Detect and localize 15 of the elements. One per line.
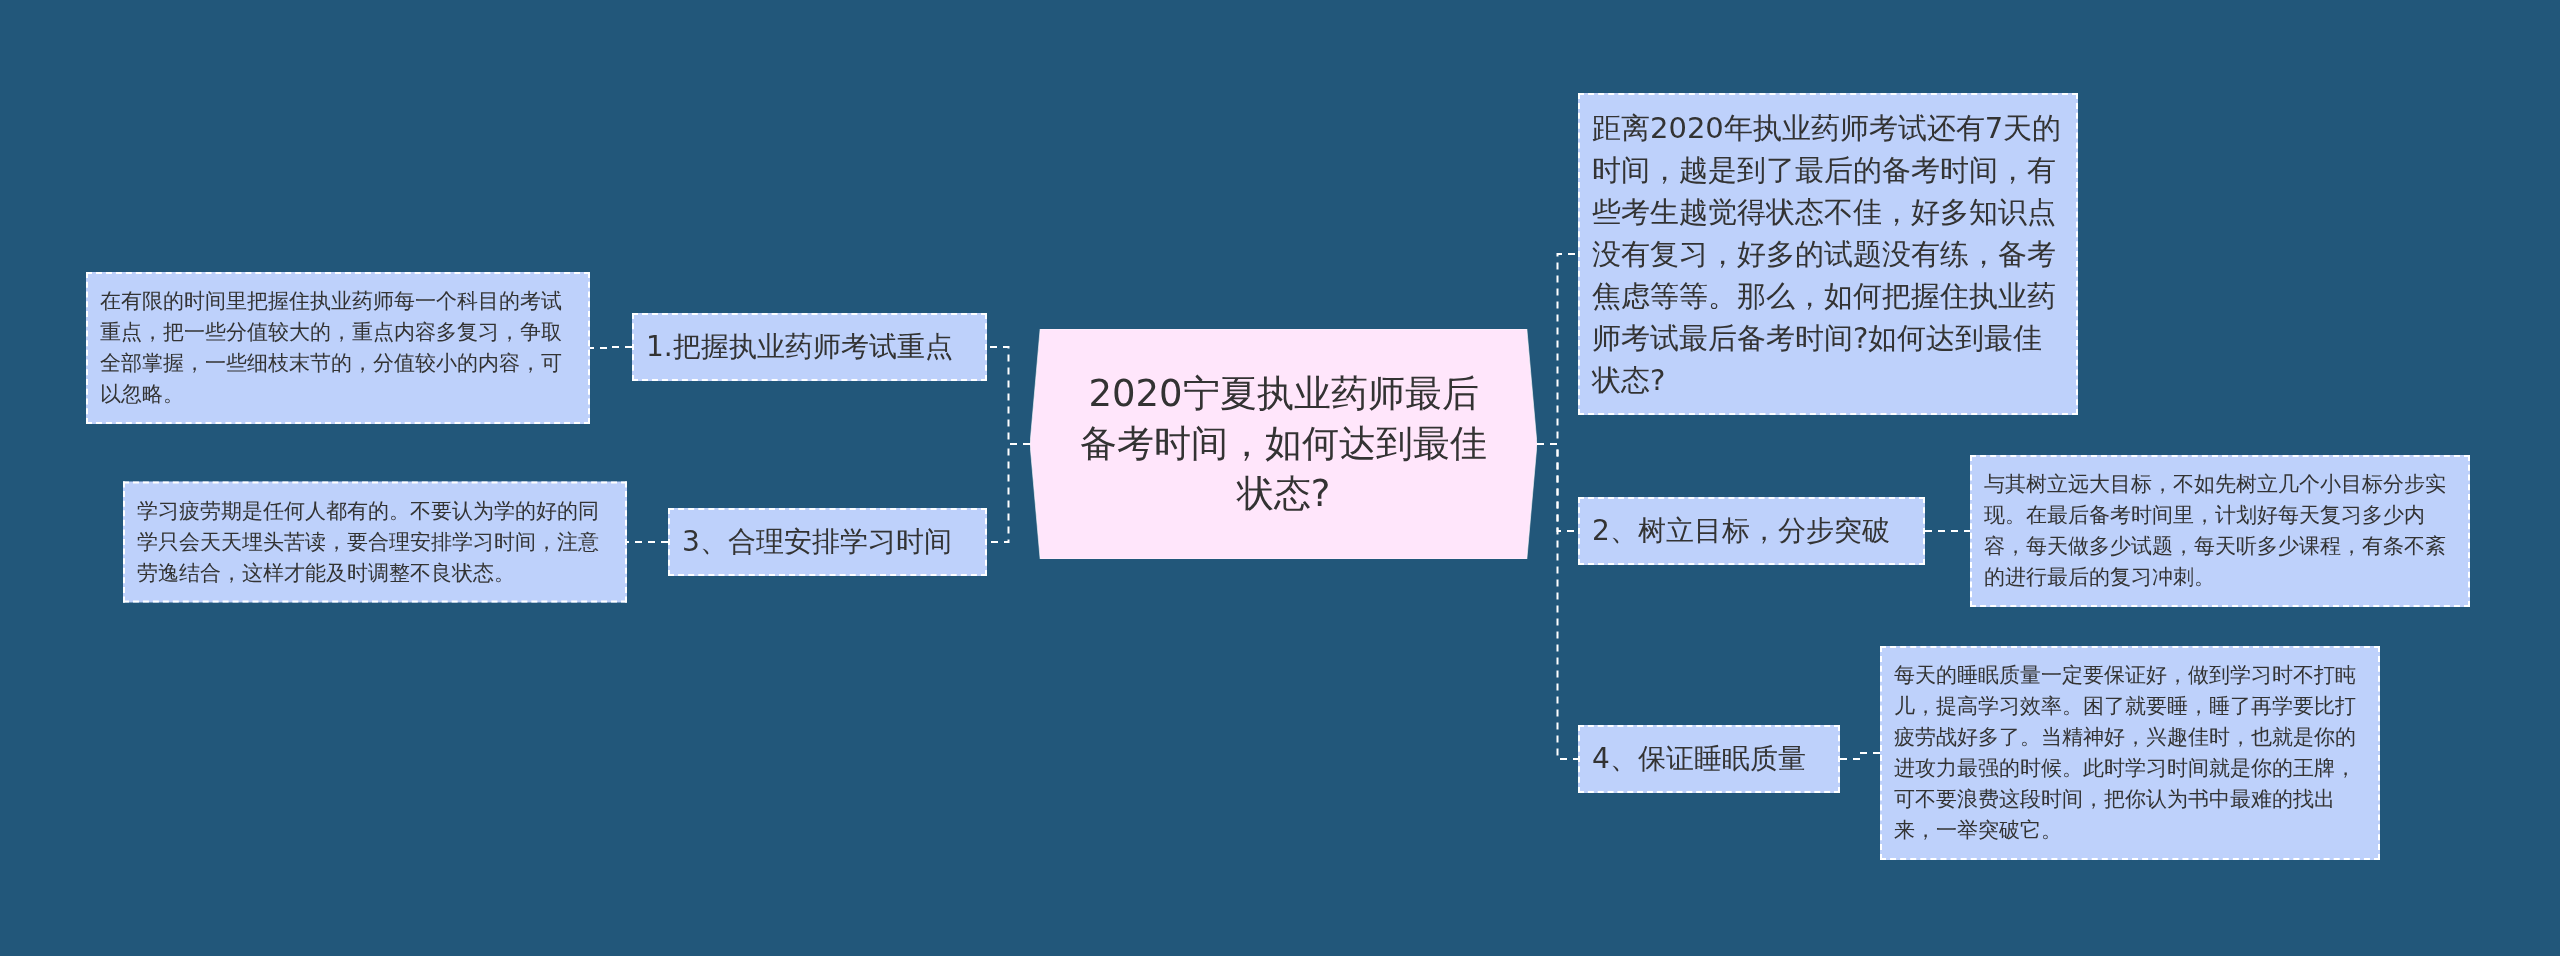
topic-box: 1.把握执业药师考试重点 [632,313,987,381]
topic-box: 2、树立目标，分步突破 [1578,497,1925,565]
topic-box: 4、保证睡眠质量 [1578,725,1840,793]
connector-line [626,541,669,543]
note-box: 距离2020年执业药师考试还有7天的时间，越是到了最后的备考时间，有些考生越觉得状态不佳，好多知识点没有复习，好多的试题没有练，备考焦虑等等。那么，如何把握住执业药师考试最后备考时间?如何达到最佳状态? [1578,93,2078,415]
connector-line [1536,443,1579,760]
note-box: 每天的睡眠质量一定要保证好，做到学习时不打盹儿，提高学习效率。困了就要睡，睡了再学要比打疲劳战好多了。当精神好，兴趣佳时，也就是你的进攻力最强的时候。此时学习时间就是你的王牌，可不要浪费这段时间，把你认为书中最难的找出来，一举突破它。 [1880,646,2380,860]
note-box: 与其树立远大目标，不如先树立几个小目标分步实现。在最后备考时间里，计划好每天复习多少内容，每天做多少试题，每天听多少课程，有条不紊的进行最后的复习冲刺。 [1970,455,2470,607]
central-topic-hexagon: 2020宁夏执业药师最后备考时间，如何达到最佳状态? [1030,329,1537,559]
note-box: 在有限的时间里把握住执业药师每一个科目的考试重点，把一些分值较大的，重点内容多复习，争取全部掌握，一些细枝末节的，分值较小的内容，可以忽略。 [86,272,590,424]
note-box: 学习疲劳期是任何人都有的。不要认为学的好的同学只会天天埋头苦读，要合理安排学习时间，注意劳逸结合，这样才能及时调整不良状态。 [123,481,627,603]
topic-box: 3、合理安排学习时间 [668,508,987,576]
connector-line [1839,752,1881,760]
connector-line [1924,530,1971,532]
connector-line [589,346,633,349]
